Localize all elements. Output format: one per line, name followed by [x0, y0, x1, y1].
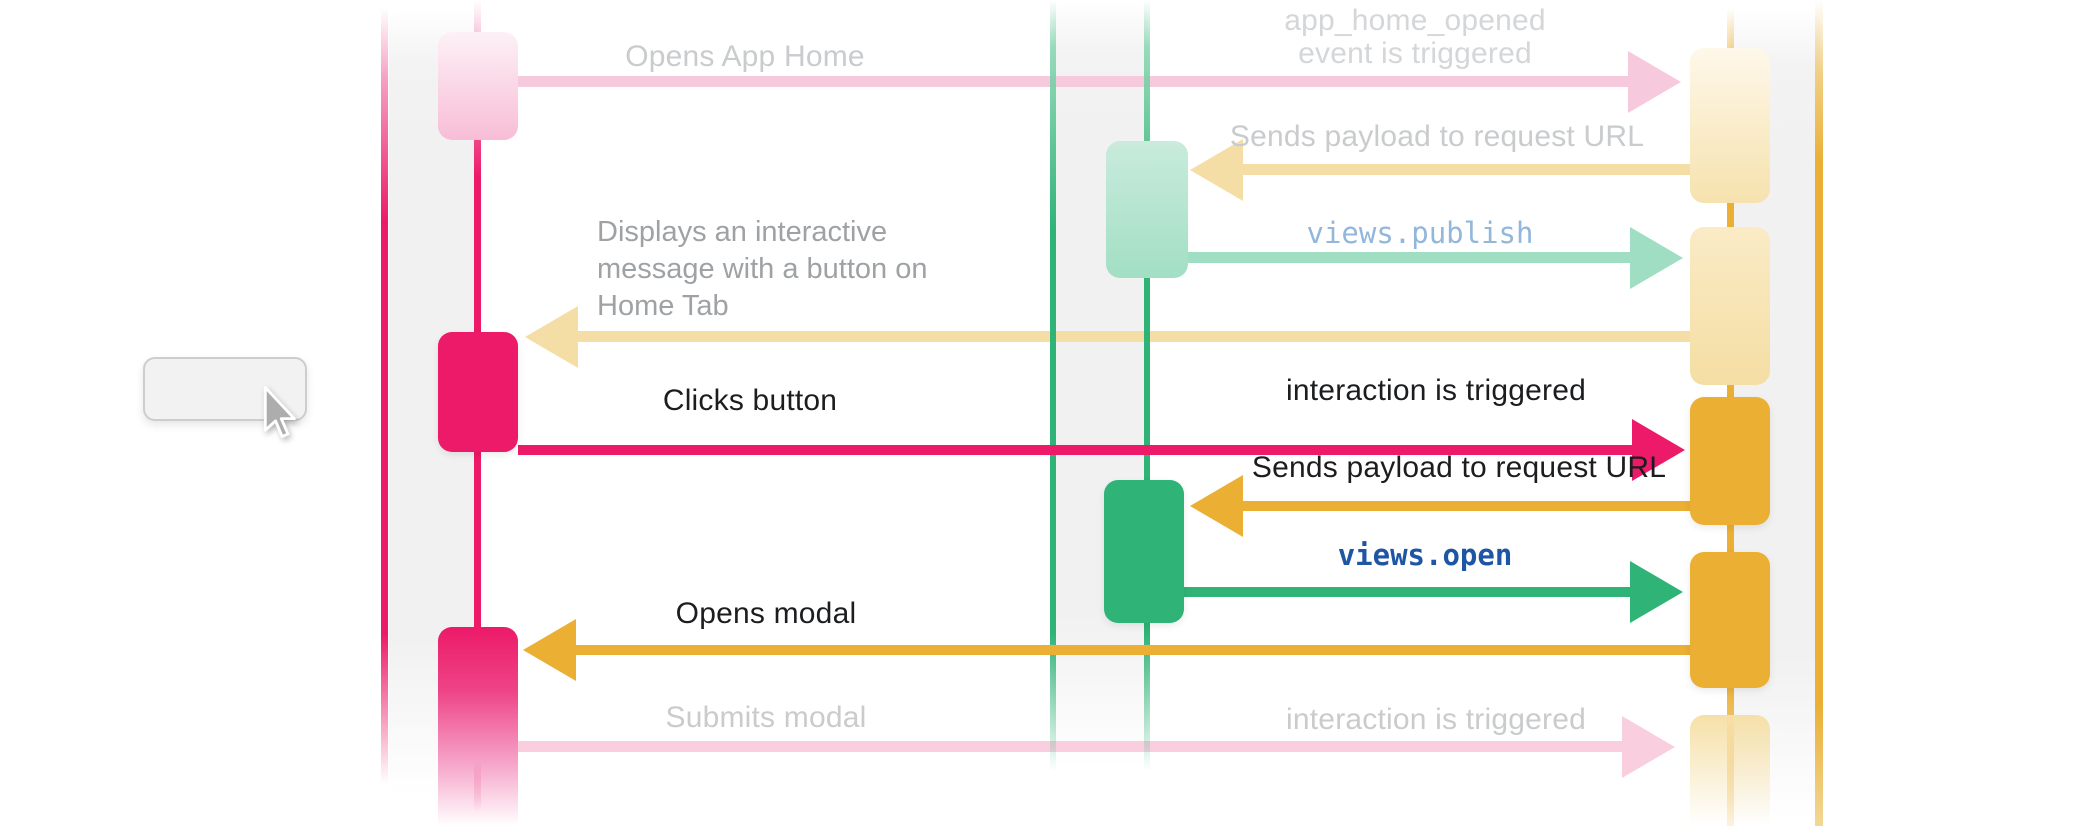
arrow-sends-payload-head [1190, 475, 1243, 537]
label-views-open: views.open [1337, 538, 1513, 572]
activation-bar-yellow-faded-1 [1690, 48, 1770, 203]
activation-bar-pink-clicks [438, 332, 518, 452]
arrow-views-publish-shaft [1188, 252, 1630, 263]
arrow-clicks-button-head [1632, 419, 1685, 481]
arrow-opens-app-home-head [1628, 51, 1681, 113]
label-interaction-triggered: interaction is triggered [1286, 374, 1586, 407]
arrow-opens-app-home-shaft [518, 76, 1630, 87]
cursor-icon [263, 385, 296, 438]
lifeline-green-outer [1050, 0, 1056, 772]
lifeline-green [1144, 0, 1150, 772]
label-sends-payload: Sends payload to request URL [1251, 451, 1667, 484]
label-sends-payload-faded: Sends payload to request URL [1229, 120, 1645, 153]
arrow-sends-payload-faded-shaft [1243, 164, 1690, 175]
lifeline-column-green [1053, 0, 1147, 768]
arrow-opens-modal-head [523, 619, 576, 681]
label-interaction-triggered-faded: interaction is triggered [1286, 703, 1586, 736]
arrow-displays-message-shaft [578, 331, 1690, 342]
label-displays-message: Displays an interactive message with a b… [597, 216, 928, 322]
arrow-submits-modal-head [1622, 716, 1675, 778]
label-app-home-opened-event: app_home_opened event is triggered [1284, 4, 1546, 70]
arrow-clicks-button-shaft [518, 445, 1632, 455]
lifeline-pink-outer [381, 0, 388, 792]
activation-bar-yellow-interaction [1690, 397, 1770, 525]
activation-bar-yellow-modal [1690, 552, 1770, 688]
activation-bar-yellow-faded-2 [1690, 227, 1770, 385]
activation-bar-green-faded [1106, 141, 1188, 278]
arrow-submits-modal-shaft [518, 741, 1622, 752]
arrow-views-publish-head [1630, 227, 1683, 289]
arrow-opens-modal-shaft [576, 645, 1690, 655]
activation-bar-pink-faded [438, 32, 518, 140]
arrow-displays-message-head [525, 306, 578, 368]
arrow-views-open-shaft [1184, 587, 1630, 597]
label-views-publish: views.publish [1306, 216, 1534, 250]
label-opens-modal: Opens modal [675, 597, 857, 630]
activation-bar-yellow-faded-3 [1690, 715, 1770, 826]
lifeline-yellow-outer [1815, 0, 1823, 826]
arrow-views-open-head [1630, 561, 1683, 623]
label-opens-app-home: Opens App Home [625, 40, 865, 73]
arrow-sends-payload-faded-head [1190, 139, 1243, 201]
activation-bar-green [1104, 480, 1184, 623]
label-submits-modal: Submits modal [665, 701, 867, 734]
activation-bar-pink-modal [438, 627, 518, 826]
arrow-sends-payload-shaft [1243, 501, 1690, 511]
label-clicks-button: Clicks button [662, 384, 838, 417]
